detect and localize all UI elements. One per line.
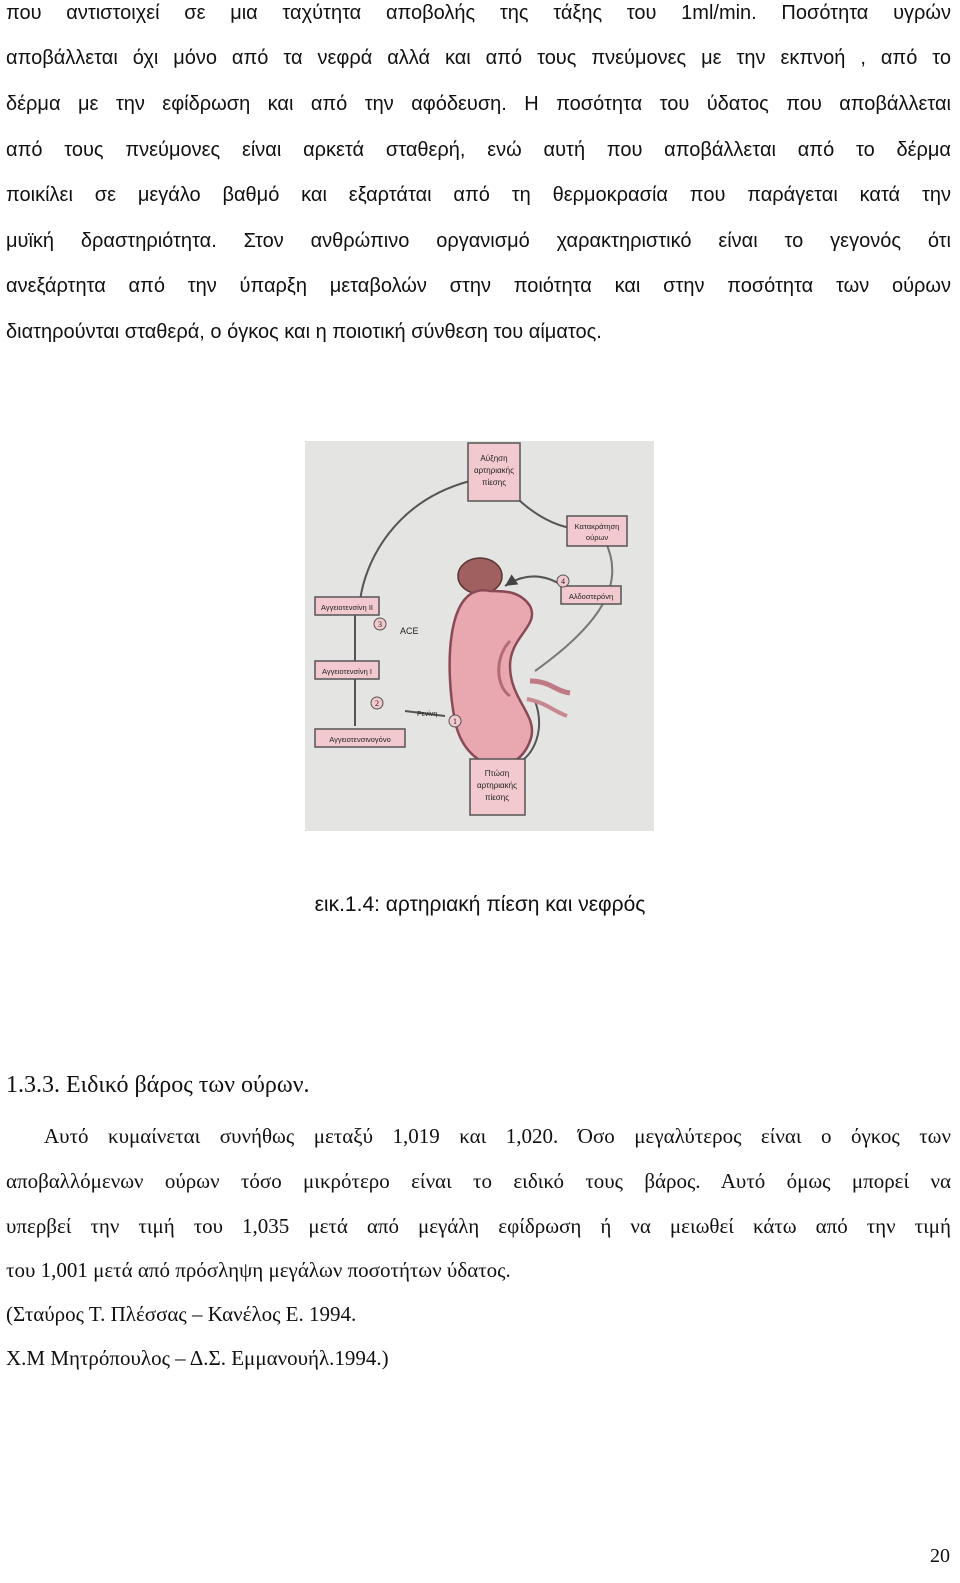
- reference-line: (Σταύρος Τ. Πλέσσας – Κανέλος Ε. 1994.: [6, 1302, 357, 1326]
- text-line: από τους πνεύμονες είναι αρκετά σταθερή,…: [6, 139, 951, 161]
- kidney-blood-pressure-figure: Αύξηση αρτηριακής πίεσης Κατακράτηση ούρ…: [305, 441, 654, 831]
- top-box-line-2: αρτηριακής: [474, 466, 514, 475]
- angiotensinogen-box: [314, 728, 406, 748]
- figure-diagram: Αύξηση αρτηριακής πίεσης Κατακράτηση ούρ…: [314, 442, 628, 816]
- aldosterone-label: Αλδοστερόνη: [569, 592, 613, 601]
- bottom-box-line-1: Πτώση: [485, 769, 509, 778]
- step-3-label: 3: [378, 620, 382, 629]
- text-line: αποβάλλεται όχι μόνο από τα νεφρά αλλά κ…: [6, 47, 951, 69]
- step-3-marker: [373, 617, 387, 631]
- text-line: Αυτό κυμαίνεται συνήθως μεταξύ 1,019 και…: [44, 1124, 951, 1148]
- step-1-marker: [448, 714, 462, 728]
- figure-caption: εικ.1.4: αρτηριακή πίεση και νεφρός: [314, 893, 646, 916]
- angiotensinogen-label: Αγγειοτενσινογόνο: [329, 735, 391, 744]
- urine-retention-box: [566, 515, 628, 547]
- text-line: που αντιστοιχεί σε μια ταχύτητα αποβολής…: [6, 2, 951, 24]
- text-line: του 1,001 μετά από πρόσληψη μεγάλων ποσο…: [6, 1258, 511, 1282]
- right-box-line-2: ούρων: [586, 533, 608, 542]
- step-1-label: 1: [453, 717, 457, 726]
- bottom-box-line-2: αρτηριακής: [477, 781, 517, 790]
- step-4-marker: [556, 574, 570, 588]
- text-line: δέρμα με την εφίδρωση και από την αφόδευ…: [6, 93, 951, 115]
- right-box-line-1: Κατακράτηση: [575, 522, 620, 531]
- top-box-line-1: Αύξηση: [480, 454, 507, 463]
- aldosterone-box: [560, 585, 622, 605]
- top-box-line-3: πίεσης: [482, 478, 506, 487]
- text-line: διατηρούνται σταθερά, ο όγκος και η ποιο…: [6, 321, 602, 343]
- text-line: μυϊκή δραστηριότητα. Στον ανθρώπινο οργα…: [6, 230, 951, 252]
- angiotensin-2-label: Αγγειοτενσίνη ΙΙ: [321, 603, 373, 612]
- reference-line: Χ.Μ Μητρόπουλος – Δ.Σ. Εμμανουήλ.1994.): [6, 1346, 389, 1370]
- page-number: 20: [930, 1545, 950, 1567]
- angiotensin-1-box: [314, 660, 380, 680]
- kidney-shape: [448, 589, 534, 767]
- bottom-box-line-3: πίεσης: [485, 793, 509, 802]
- pressure-drop-box: [469, 758, 526, 816]
- text-line: υπερβεί την τιμή του 1,035 μετά από μεγά…: [6, 1214, 951, 1238]
- step-4-label: 4: [561, 577, 565, 586]
- section-heading: 1.3.3. Ειδικό βάρος των ούρων.: [6, 1072, 310, 1098]
- angiotensin-2-box: [314, 596, 380, 616]
- ace-label: ACE: [400, 626, 419, 636]
- renin-label: Ρενίνη: [417, 710, 437, 718]
- text-line: ποικίλει σε μεγάλο βαθμό και εξαρτάται α…: [6, 184, 951, 206]
- step-2-label: 2: [375, 699, 379, 708]
- angiotensin-1-label: Αγγειοτενσίνη Ι: [322, 667, 372, 676]
- increase-pressure-box: [467, 442, 521, 502]
- text-line: ανεξάρτητα από την ύπαρξη μεταβολών στην…: [6, 275, 951, 297]
- text-line: αποβαλλόμενων ούρων τόσο μικρότερο είναι…: [6, 1169, 951, 1193]
- adrenal-gland-shape: [457, 557, 503, 595]
- step-2-marker: [370, 696, 384, 710]
